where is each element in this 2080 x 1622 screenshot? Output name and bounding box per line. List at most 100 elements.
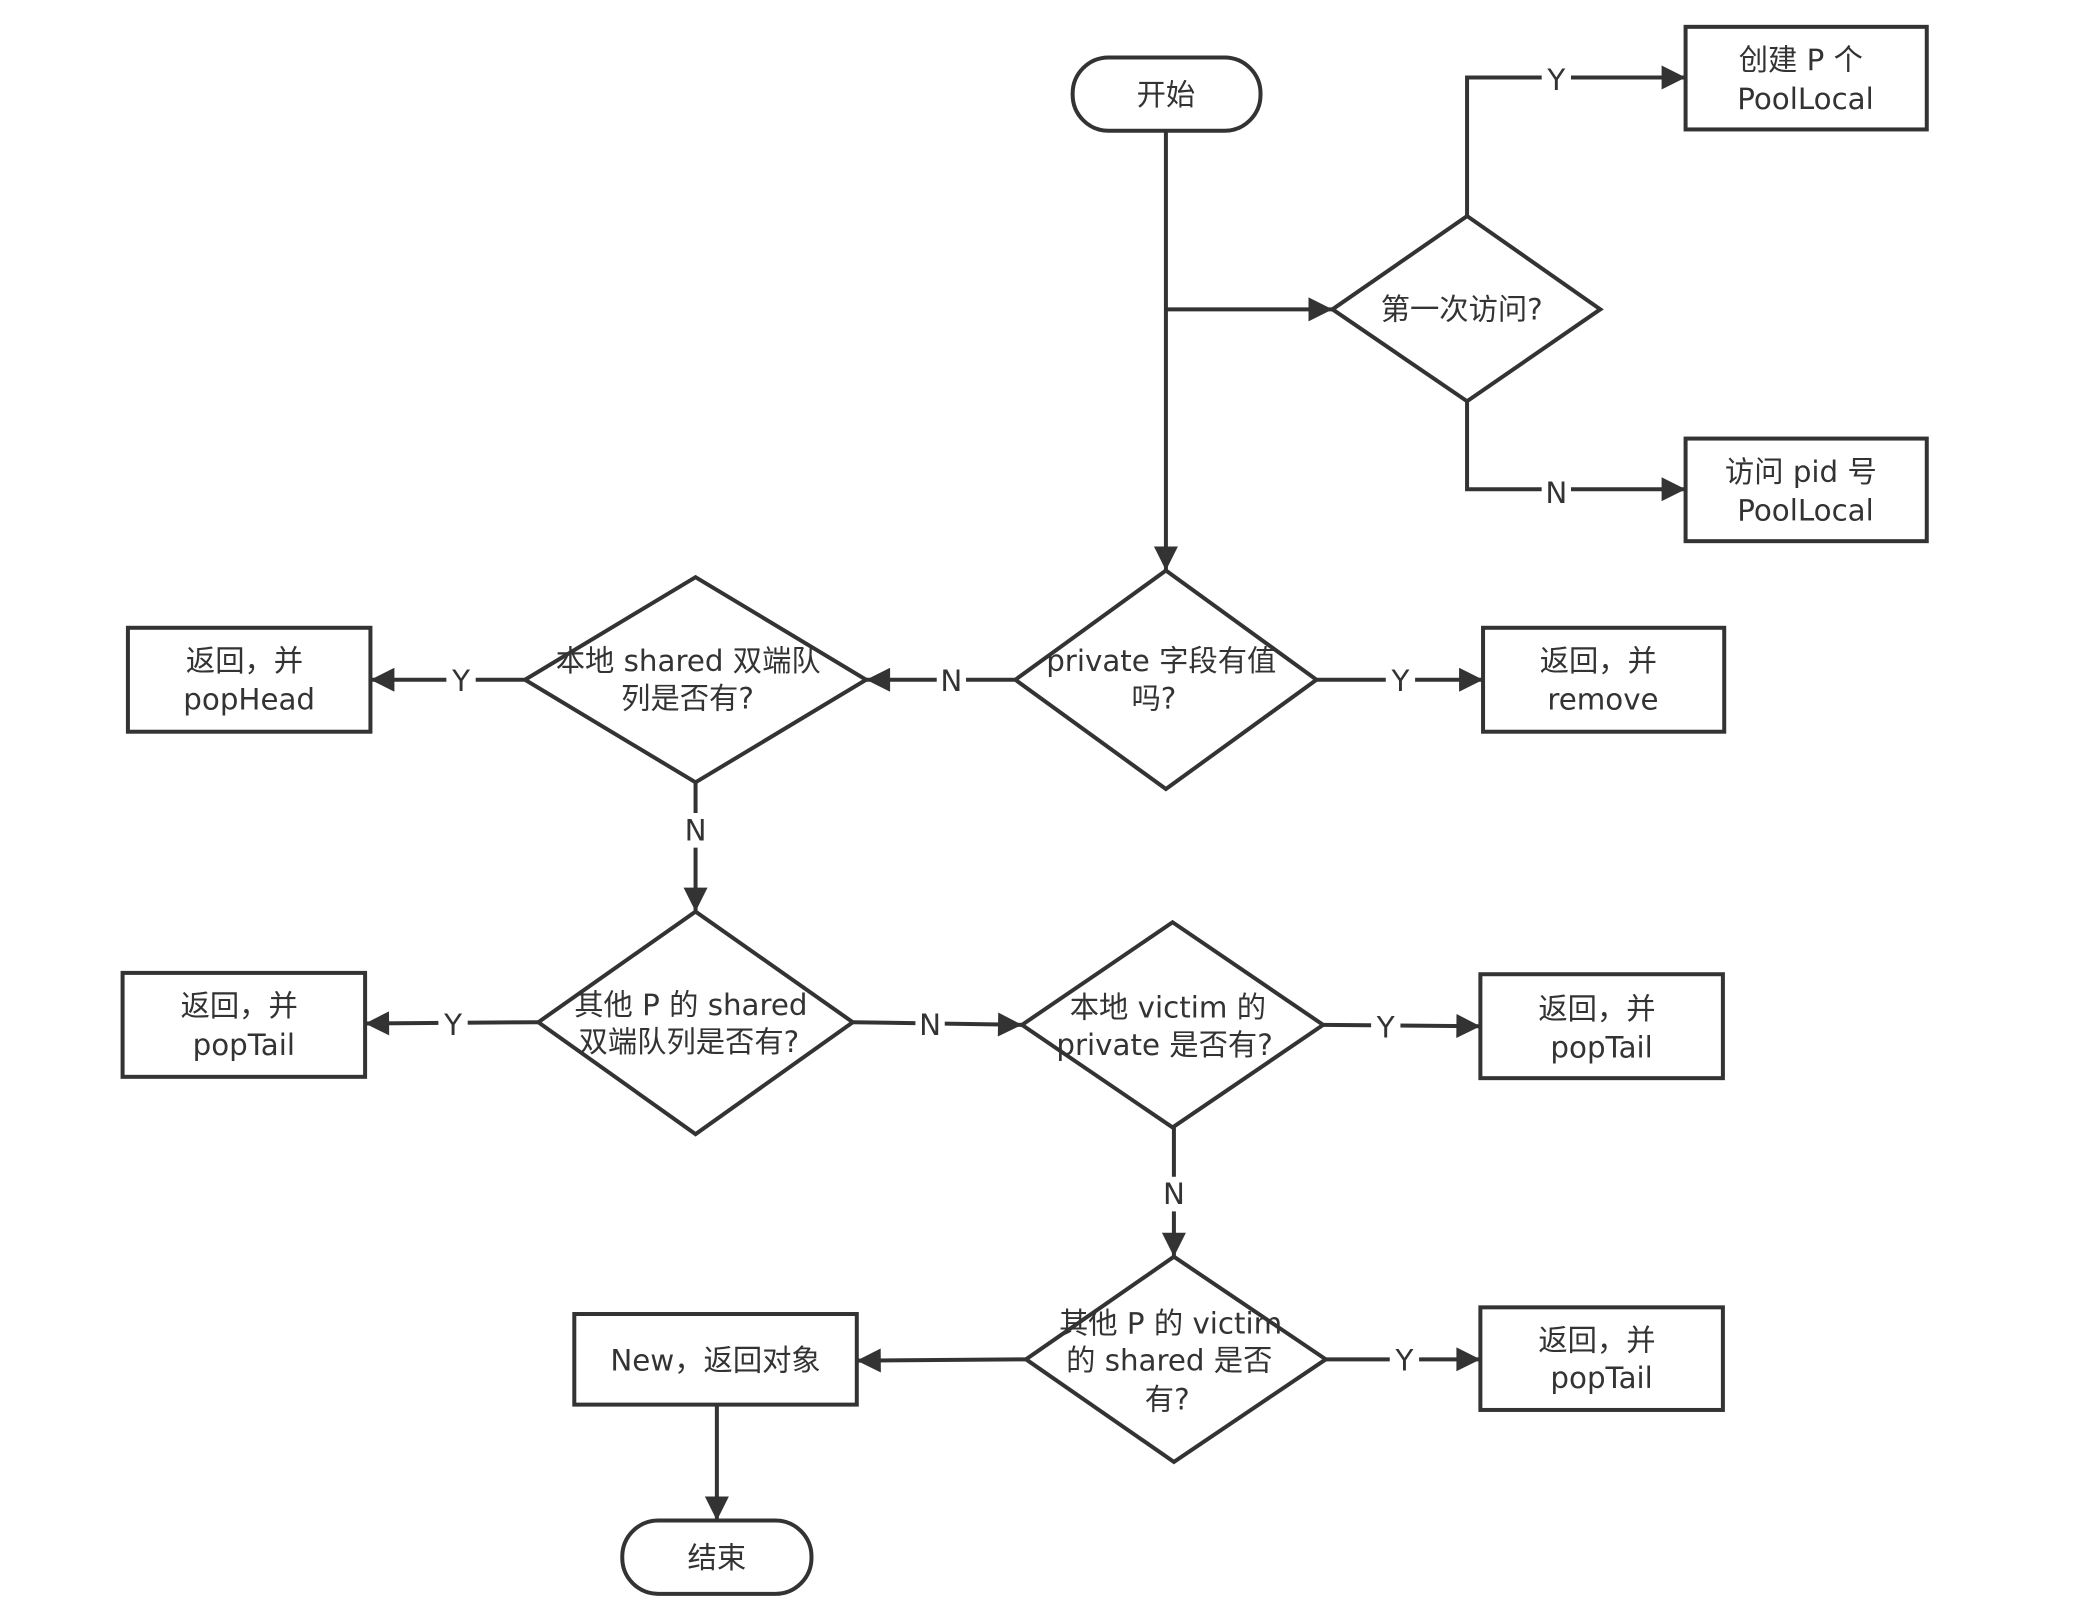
decision-label: private 字段有值 吗? bbox=[1046, 644, 1285, 715]
edge-label-text: N bbox=[1545, 476, 1567, 510]
process-label: 返回，并 popHead bbox=[183, 644, 315, 717]
label-line: private 字段有值 bbox=[1046, 644, 1276, 678]
arrow-local-victim-yes bbox=[1323, 1014, 1481, 1038]
edge-label-other-shared-yes: Y bbox=[438, 1007, 468, 1043]
label-line: private 是否有? bbox=[1056, 1028, 1272, 1062]
process-label: 返回，并 popTail bbox=[1538, 992, 1665, 1065]
label-line: 吗? bbox=[1131, 681, 1176, 715]
edge-label-other-shared-no: N bbox=[915, 1007, 945, 1043]
edge-label-private-yes: Y bbox=[1385, 663, 1416, 699]
process-new-return-object: New，返回对象 bbox=[572, 1312, 859, 1407]
edge-label-bg bbox=[936, 663, 967, 699]
edge-label-local-victim-yes: Y bbox=[1371, 1010, 1401, 1045]
decision-shape bbox=[1011, 568, 1320, 792]
edge-label-local-shared-no: N bbox=[680, 812, 711, 848]
process-access-pid-poollocal: 访问 pid 号 PoolLocal bbox=[1683, 436, 1929, 544]
process-return-poptail-1: 返回，并 popTail bbox=[120, 970, 368, 1079]
process-label: New，返回对象 bbox=[610, 1344, 820, 1378]
process-label: 返回，并 popTail bbox=[1538, 1324, 1665, 1395]
decision-first-visit: 第一次访问? bbox=[1328, 213, 1604, 404]
arrow-other-victim-no bbox=[856, 1348, 1027, 1373]
nodes: 开始 第一次访问? 创建 P 个 PoolLocal 访问 pid 号 Pool… bbox=[120, 24, 1929, 1596]
decision-private-has-value: private 字段有值 吗? bbox=[1011, 568, 1320, 792]
process-shape bbox=[1683, 24, 1929, 132]
process-shape bbox=[1481, 625, 1727, 734]
label-line: 有? bbox=[1145, 1382, 1190, 1416]
process-shape bbox=[125, 625, 373, 734]
process-shape bbox=[572, 1312, 859, 1407]
process-shape bbox=[1478, 972, 1725, 1081]
edge-label-bg bbox=[446, 663, 476, 699]
decision-label: 其他 P 的 victim 的 shared 是否 有? bbox=[1059, 1306, 1292, 1416]
label-line: 返回，并 bbox=[181, 989, 298, 1023]
decision-label: 本地 victim 的 private 是否有? bbox=[1056, 991, 1275, 1062]
label-line: 返回，并 bbox=[1538, 1324, 1655, 1358]
edge-label-text: Y bbox=[443, 1008, 462, 1042]
process-return-remove: 返回，并 remove bbox=[1481, 625, 1727, 734]
start-label: 开始 bbox=[1137, 78, 1196, 112]
decision-local-victim-private: 本地 victim 的 private 是否有? bbox=[1018, 919, 1327, 1130]
edge-label-text: Y bbox=[1376, 1011, 1395, 1045]
edge-label-other-victim-yes: Y bbox=[1389, 1343, 1420, 1378]
label-line: 创建 P 个 bbox=[1739, 43, 1863, 77]
label-line: 其他 P 的 victim bbox=[1059, 1306, 1282, 1340]
edge-label-bg bbox=[1389, 1343, 1420, 1378]
label-line: 返回，并 bbox=[186, 644, 303, 678]
arrow-first-visit-yes bbox=[1465, 65, 1686, 217]
edge-label-text: Y bbox=[1394, 1344, 1413, 1378]
label-line: PoolLocal bbox=[1737, 494, 1874, 528]
edge-label-text: N bbox=[685, 813, 707, 847]
process-label: 创建 P 个 PoolLocal bbox=[1737, 43, 1874, 116]
label-line: popTail bbox=[193, 1028, 295, 1062]
label-line: 访问 pid 号 bbox=[1725, 455, 1877, 489]
edge-label-first-visit-no: N bbox=[1541, 475, 1571, 511]
edge-label-bg bbox=[1371, 1010, 1401, 1045]
edge-labels: Y N Y N Y N Y N bbox=[438, 62, 1571, 1378]
label-line: 本地 shared 双端队 bbox=[556, 644, 821, 678]
label-line: 的 shared 是否 bbox=[1066, 1344, 1272, 1378]
edge-label-bg bbox=[1541, 475, 1571, 511]
start-terminal: 开始 bbox=[1070, 55, 1263, 133]
label-line: 列是否有? bbox=[621, 681, 754, 715]
edge-label-local-shared-yes: Y bbox=[446, 663, 476, 699]
edge-label-local-victim-no: N bbox=[1159, 1176, 1189, 1212]
decision-shape bbox=[1328, 213, 1604, 404]
decision-other-p-victim-shared: 其他 P 的 victim 的 shared 是否 有? bbox=[1022, 1254, 1330, 1465]
process-return-poptail-2: 返回，并 popTail bbox=[1478, 972, 1725, 1081]
process-shape bbox=[1683, 436, 1929, 544]
terminal-shape bbox=[620, 1518, 814, 1596]
edge-label-bg bbox=[915, 1007, 945, 1043]
label-line: 本地 victim 的 bbox=[1070, 991, 1266, 1025]
edge-label-text: N bbox=[919, 1008, 941, 1042]
edge-label-private-no: N bbox=[936, 663, 967, 699]
label-line: popHead bbox=[183, 683, 315, 717]
end-terminal: 结束 bbox=[620, 1518, 814, 1596]
edge-label-bg bbox=[1159, 1176, 1189, 1212]
edge-label-bg bbox=[680, 812, 711, 848]
edge-label-text: Y bbox=[451, 664, 470, 698]
decision-shape bbox=[1018, 919, 1327, 1130]
process-return-poptail-3: 返回，并 popTail bbox=[1478, 1305, 1725, 1412]
decision-shape bbox=[1022, 1254, 1330, 1465]
label-line: popTail bbox=[1550, 1031, 1652, 1065]
decision-label: 第一次访问? bbox=[1381, 292, 1543, 326]
label-line: PoolLocal bbox=[1737, 82, 1874, 116]
edge-label-text: Y bbox=[1546, 63, 1565, 97]
end-label: 结束 bbox=[688, 1541, 747, 1575]
edge-label-text: N bbox=[1163, 1177, 1185, 1211]
arrow-first-visit-no bbox=[1465, 401, 1686, 502]
process-label: 返回，并 remove bbox=[1540, 644, 1667, 717]
process-return-pophead: 返回，并 popHead bbox=[125, 625, 373, 734]
decision-label: 本地 shared 双端队 列是否有? bbox=[556, 644, 830, 715]
terminal-shape bbox=[1070, 55, 1263, 133]
label-line: popTail bbox=[1550, 1361, 1652, 1395]
label-line: remove bbox=[1547, 683, 1658, 717]
edge-label-text: Y bbox=[1390, 664, 1409, 698]
process-shape bbox=[120, 970, 368, 1079]
edge-label-bg bbox=[438, 1007, 468, 1043]
edge-label-bg bbox=[1541, 62, 1571, 98]
process-create-poollocal: 创建 P 个 PoolLocal bbox=[1683, 24, 1929, 132]
edge-label-bg bbox=[1385, 663, 1416, 699]
decision-local-shared: 本地 shared 双端队 列是否有? bbox=[521, 574, 870, 785]
